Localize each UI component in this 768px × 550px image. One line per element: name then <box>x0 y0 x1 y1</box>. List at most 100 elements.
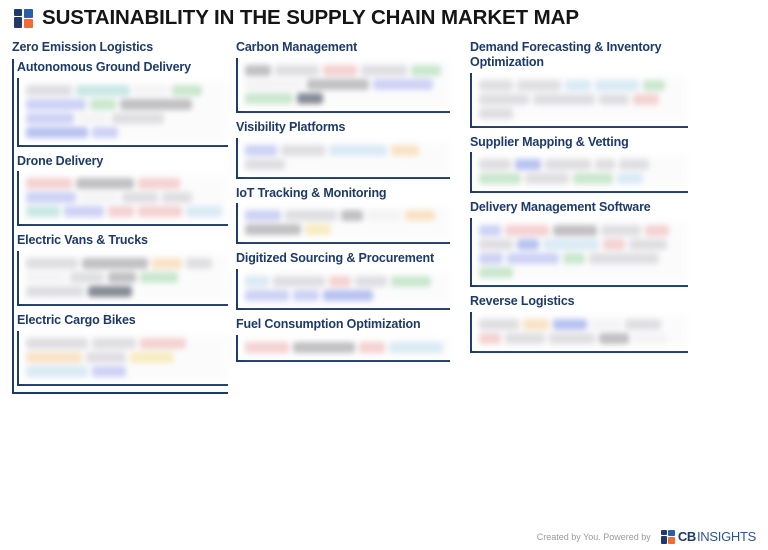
company-logo[interactable] <box>76 84 130 96</box>
company-logo[interactable] <box>525 173 569 185</box>
company-logo[interactable] <box>86 351 126 363</box>
company-logo[interactable] <box>64 206 104 218</box>
company-logo[interactable] <box>517 79 561 91</box>
company-logo[interactable] <box>589 253 659 264</box>
company-logo[interactable] <box>273 276 325 287</box>
company-logo[interactable] <box>479 318 519 330</box>
company-logo[interactable] <box>479 239 513 250</box>
company-logo[interactable] <box>26 272 66 283</box>
company-logo[interactable] <box>26 178 72 190</box>
company-logo[interactable] <box>323 64 357 76</box>
company-logo[interactable] <box>307 78 369 90</box>
company-logo[interactable] <box>92 337 136 349</box>
company-logo[interactable] <box>633 332 667 344</box>
company-logo[interactable] <box>595 79 639 91</box>
company-logo[interactable] <box>625 318 661 330</box>
company-logo[interactable] <box>26 258 78 269</box>
company-logo[interactable] <box>134 84 168 96</box>
company-logo[interactable] <box>245 78 303 90</box>
company-logo[interactable] <box>619 159 649 171</box>
company-logo[interactable] <box>245 92 293 104</box>
company-logo[interactable] <box>405 210 435 222</box>
company-logo[interactable] <box>305 224 331 236</box>
company-logo[interactable] <box>26 351 82 363</box>
company-logo[interactable] <box>140 337 186 349</box>
company-logo[interactable] <box>108 272 136 283</box>
company-logo[interactable] <box>112 112 164 124</box>
company-logo[interactable] <box>329 276 351 287</box>
company-logo[interactable] <box>391 144 419 156</box>
company-logo[interactable] <box>245 158 285 170</box>
company-logo[interactable] <box>643 79 665 91</box>
company-logo[interactable] <box>138 206 182 218</box>
company-logo[interactable] <box>479 159 511 171</box>
company-logo[interactable] <box>70 272 104 283</box>
company-logo[interactable] <box>361 64 407 76</box>
company-logo[interactable] <box>245 64 271 76</box>
company-logo[interactable] <box>108 206 134 218</box>
company-logo[interactable] <box>355 276 387 287</box>
company-logo[interactable] <box>293 290 319 301</box>
company-logo[interactable] <box>92 126 118 138</box>
company-logo[interactable] <box>479 93 529 105</box>
company-logo[interactable] <box>507 253 559 264</box>
company-logo[interactable] <box>245 144 277 156</box>
company-logo[interactable] <box>553 225 597 236</box>
company-logo[interactable] <box>285 210 337 222</box>
company-logo[interactable] <box>599 332 629 344</box>
company-logo[interactable] <box>633 93 659 105</box>
company-logo[interactable] <box>505 225 549 236</box>
company-logo[interactable] <box>275 64 319 76</box>
company-logo[interactable] <box>245 276 269 287</box>
company-logo[interactable] <box>505 332 545 344</box>
company-logo[interactable] <box>341 210 363 222</box>
company-logo[interactable] <box>92 365 126 377</box>
company-logo[interactable] <box>88 286 132 297</box>
company-logo[interactable] <box>26 112 74 124</box>
company-logo[interactable] <box>595 159 615 171</box>
company-logo[interactable] <box>82 258 148 269</box>
company-logo[interactable] <box>293 341 355 353</box>
company-logo[interactable] <box>245 341 289 353</box>
company-logo[interactable] <box>563 253 585 264</box>
company-logo[interactable] <box>411 64 441 76</box>
company-logo[interactable] <box>359 341 385 353</box>
company-logo[interactable] <box>80 192 118 204</box>
company-logo[interactable] <box>479 173 521 185</box>
company-logo[interactable] <box>162 192 192 204</box>
company-logo[interactable] <box>138 178 180 190</box>
company-logo[interactable] <box>515 159 541 171</box>
company-logo[interactable] <box>172 84 202 96</box>
company-logo[interactable] <box>120 98 192 110</box>
company-logo[interactable] <box>281 144 325 156</box>
company-logo[interactable] <box>90 98 116 110</box>
company-logo[interactable] <box>533 93 595 105</box>
company-logo[interactable] <box>629 239 667 250</box>
company-logo[interactable] <box>78 112 108 124</box>
company-logo[interactable] <box>26 286 84 297</box>
company-logo[interactable] <box>617 173 643 185</box>
company-logo[interactable] <box>373 78 433 90</box>
company-logo[interactable] <box>122 192 158 204</box>
company-logo[interactable] <box>152 258 182 269</box>
company-logo[interactable] <box>329 144 387 156</box>
company-logo[interactable] <box>601 225 641 236</box>
company-logo[interactable] <box>479 253 503 264</box>
company-logo[interactable] <box>553 318 587 330</box>
company-logo[interactable] <box>245 290 289 301</box>
company-logo[interactable] <box>26 337 88 349</box>
company-logo[interactable] <box>26 84 72 96</box>
company-logo[interactable] <box>573 173 613 185</box>
company-logo[interactable] <box>479 332 501 344</box>
company-logo[interactable] <box>545 159 591 171</box>
company-logo[interactable] <box>245 224 301 236</box>
company-logo[interactable] <box>26 192 76 204</box>
company-logo[interactable] <box>76 178 134 190</box>
company-logo[interactable] <box>26 126 88 138</box>
company-logo[interactable] <box>389 341 443 353</box>
company-logo[interactable] <box>599 93 629 105</box>
company-logo[interactable] <box>26 206 60 218</box>
company-logo[interactable] <box>140 272 178 283</box>
company-logo[interactable] <box>479 267 513 278</box>
company-logo[interactable] <box>603 239 625 250</box>
